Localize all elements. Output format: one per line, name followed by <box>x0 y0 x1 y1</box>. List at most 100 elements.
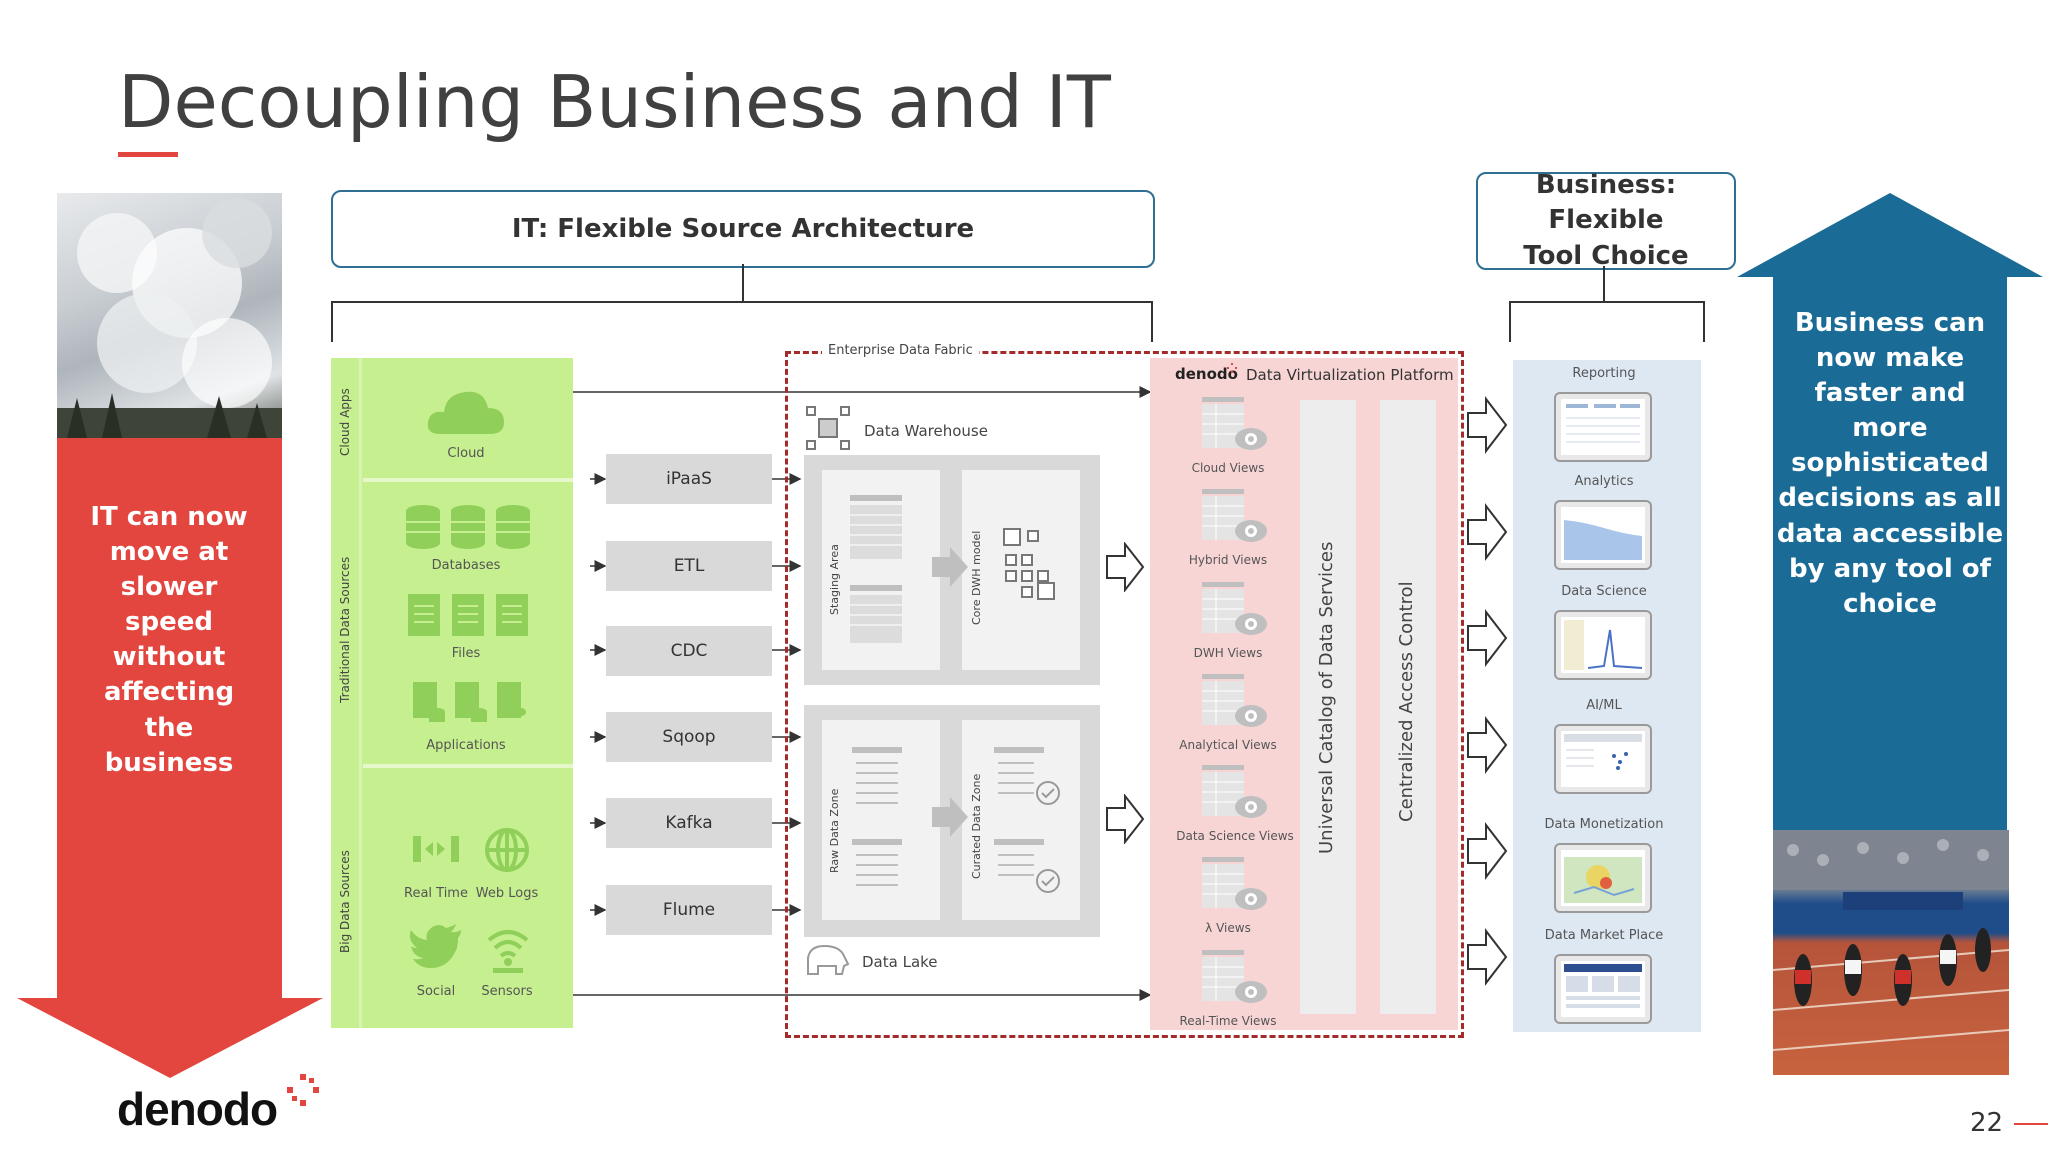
right-panel-text: Business can now make faster and more so… <box>1776 308 2004 619</box>
real-time-label: Real Time <box>404 886 468 901</box>
enterprise-data-fabric <box>785 351 1464 1038</box>
business-header-box: Business: Flexible Tool Choice <box>1476 170 1736 271</box>
process-sqoop: Sqoop <box>606 712 772 762</box>
dwh-model-icon <box>1003 528 1055 600</box>
tool-label: Analytics <box>1574 474 1634 489</box>
sensors-label: Sensors <box>481 984 533 999</box>
catalog-label: Universal Catalog of Data Services <box>1316 541 1337 854</box>
raw-zone-panel <box>822 720 940 920</box>
catalog-column <box>1300 400 1356 1014</box>
web-logs-icon <box>485 828 529 872</box>
tools-panel <box>1513 360 1701 1032</box>
dw-container: Staging Area Core DWH model <box>804 455 1100 685</box>
dv-view-label: λ Views <box>1205 921 1251 935</box>
view-table-icon <box>1202 674 1267 727</box>
avalanche-image <box>57 193 282 438</box>
tool-label: Data Monetization <box>1544 817 1664 832</box>
staging-tables-icon <box>850 495 902 643</box>
tool-screenshot-science <box>1554 610 1652 680</box>
data-lake-label: Data Lake <box>862 953 938 971</box>
curated-zone-panel <box>962 720 1080 920</box>
view-table-icon <box>1202 489 1267 542</box>
dw-flow-arrow-icon <box>932 547 968 587</box>
sensors-icon <box>487 930 529 973</box>
dv-view-label: Cloud Views <box>1191 461 1265 475</box>
cloud-label: Cloud <box>447 446 485 461</box>
cloud-apps-label: Cloud Apps <box>338 388 352 456</box>
curated-tables-icon <box>994 747 1060 893</box>
view-table-icon <box>1202 582 1267 635</box>
social-label: Social <box>416 984 456 999</box>
it-header-box: IT: Flexible Source Architecture <box>331 190 1155 268</box>
process-ipaas: iPaaS <box>606 454 772 504</box>
data-warehouse-icon <box>806 406 850 450</box>
section-divider <box>363 764 573 768</box>
dv-view-label: Analytical Views <box>1179 738 1277 752</box>
dv-view-label: Hybrid Views <box>1188 553 1268 567</box>
cloud-icon <box>427 391 504 434</box>
applications-label: Applications <box>426 738 506 753</box>
business-bracket <box>1509 266 1705 342</box>
tool-screenshot-market <box>1554 954 1652 1024</box>
left-panel-text: IT can now move at slower speed without … <box>90 502 248 778</box>
it-header-label: IT: Flexible Source Architecture <box>511 214 975 244</box>
tool-label: Data Market Place <box>1544 928 1664 943</box>
web-logs-label: Web Logs <box>475 886 539 901</box>
dv-title: Data Virtualization Platform <box>1246 366 1454 384</box>
down-arrow-icon <box>17 438 323 1078</box>
tool-screenshot-geo <box>1554 843 1652 913</box>
data-lake-icon <box>807 944 850 975</box>
dv-brand-dots-icon <box>1227 363 1237 373</box>
denodo-logo: denodo <box>117 1083 278 1135</box>
tool-label: Reporting <box>1572 366 1636 381</box>
process-kafka: Kafka <box>606 798 772 848</box>
group-divider <box>359 358 362 1028</box>
dv-brand: denodo <box>1175 365 1238 383</box>
page-number-rule <box>2014 1123 2048 1125</box>
files-label: Files <box>451 646 481 661</box>
view-table-icon <box>1202 765 1267 818</box>
tool-label: Data Science <box>1561 584 1647 599</box>
view-table-icon <box>1202 397 1267 450</box>
dv-view-label: Data Science Views <box>1176 829 1294 843</box>
big-data-sources-label: Big Data Sources <box>338 850 352 953</box>
lake-to-dv-arrow-icon <box>1106 794 1145 844</box>
it-bracket <box>331 264 1153 342</box>
traditional-sources-label: Traditional Data Sources <box>338 556 352 703</box>
files-icon <box>408 594 528 636</box>
tool-label: AI/ML <box>1586 698 1622 713</box>
core-dwh-label: Core DWH model <box>970 530 983 625</box>
staging-area-label: Staging Area <box>828 544 841 615</box>
raw-tables-icon <box>852 747 902 886</box>
source-connectors <box>573 386 1152 1001</box>
business-header-line1: Business: Flexible <box>1535 170 1677 236</box>
business-header-line2: Tool Choice <box>1523 240 1689 271</box>
process-flume: Flume <box>606 885 772 935</box>
applications-icon <box>413 682 526 722</box>
raw-zone-label: Raw Data Zone <box>828 788 841 873</box>
sources-panel: Cloud Apps Traditional Data Sources Big … <box>331 358 573 1028</box>
process-cdc: CDC <box>606 626 772 676</box>
title-underline <box>118 152 178 157</box>
data-lake-container: Raw Data Zone Curated Data Zone <box>804 705 1100 937</box>
slide-title: Decoupling Business and IT <box>118 60 1111 144</box>
dw-to-dv-arrow-icon <box>1106 542 1145 592</box>
data-warehouse-label: Data Warehouse <box>864 422 988 440</box>
page-number: 22 <box>1970 1108 2004 1138</box>
dv-to-tools-arrows <box>1467 396 1508 986</box>
runners-image <box>1773 830 2009 1075</box>
up-arrow-icon <box>1737 193 2043 833</box>
process-etl: ETL <box>606 541 772 591</box>
view-table-icon <box>1202 857 1267 910</box>
fabric-label: Enterprise Data Fabric <box>822 343 979 358</box>
view-table-icon <box>1202 950 1267 1003</box>
tool-screenshot-report <box>1554 392 1652 462</box>
access-column <box>1380 400 1436 1014</box>
dv-view-label: Real-Time Views <box>1179 1014 1277 1028</box>
databases-label: Databases <box>431 558 501 573</box>
lake-flow-arrow-icon <box>932 797 968 837</box>
real-time-icon <box>413 836 459 862</box>
social-twitter-icon <box>409 924 461 968</box>
dv-view-label: DWH Views <box>1193 646 1263 660</box>
databases-icon <box>406 505 530 549</box>
